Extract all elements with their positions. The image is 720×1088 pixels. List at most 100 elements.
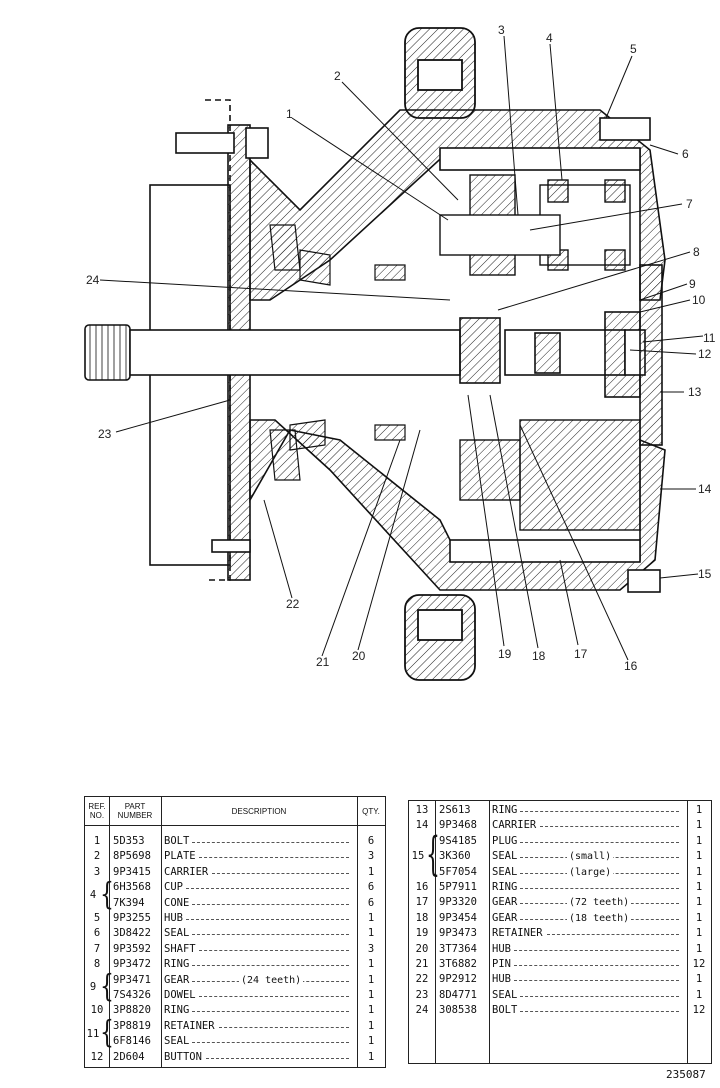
part-description: GEAR bbox=[492, 911, 518, 924]
ref-number: 20 bbox=[415, 942, 429, 955]
part-quantity: 1 bbox=[695, 834, 703, 847]
part-number: 9P3255 bbox=[113, 912, 151, 924]
part-number: 8D4771 bbox=[439, 988, 477, 1001]
part-quantity: 1 bbox=[367, 865, 375, 878]
part-quantity: 6 bbox=[367, 881, 375, 894]
callout-13: 13 bbox=[688, 385, 702, 399]
part-number: 3T7364 bbox=[439, 942, 477, 955]
callout-15: 15 bbox=[698, 567, 712, 581]
part-quantity: 1 bbox=[695, 927, 703, 940]
ref-number: 8 bbox=[93, 958, 101, 971]
part-description: BOLT bbox=[164, 835, 190, 847]
table-row: 8 9P3472 RING 1 bbox=[85, 957, 385, 972]
part-number: 9P3473 bbox=[439, 927, 477, 940]
part-description: RETAINER bbox=[492, 927, 543, 940]
part-description: PLUG bbox=[492, 834, 518, 847]
part-quantity: 1 bbox=[695, 819, 703, 832]
part-quantity: 1 bbox=[695, 804, 703, 816]
part-description: SEAL bbox=[164, 927, 190, 940]
part-quantity: 1 bbox=[695, 911, 703, 924]
part-number: 9P3454 bbox=[439, 911, 477, 924]
ref-number: 3 bbox=[93, 865, 101, 878]
part-number: 9P3592 bbox=[113, 942, 151, 955]
ref-number: 22 bbox=[415, 973, 429, 986]
callout-22: 22 bbox=[286, 597, 300, 611]
group-brace: { bbox=[100, 969, 114, 1005]
figure-id: 235087 bbox=[666, 1068, 706, 1081]
ref-number: 12 bbox=[90, 1050, 104, 1063]
part-note: (24 teeth) bbox=[239, 972, 304, 988]
callout-4: 4 bbox=[546, 31, 553, 45]
part-description: HUB bbox=[492, 942, 511, 955]
group-ref-number: 15 bbox=[411, 850, 425, 863]
part-number: 3D8422 bbox=[113, 927, 151, 940]
ref-number: 24 bbox=[415, 1004, 429, 1017]
part-number: 3K360 bbox=[439, 850, 471, 863]
part-description: SEAL bbox=[492, 988, 518, 1001]
part-description: PIN bbox=[492, 958, 511, 970]
callout-7: 7 bbox=[686, 197, 693, 211]
part-description: GEAR bbox=[492, 896, 518, 909]
callout-20: 20 bbox=[352, 649, 366, 663]
part-number: 9S4185 bbox=[439, 834, 477, 847]
group-ref-number: 9 bbox=[89, 981, 97, 994]
header-qty: QTY. bbox=[357, 797, 385, 826]
callout-19: 19 bbox=[498, 647, 512, 661]
part-number: 9P3472 bbox=[113, 958, 151, 971]
part-number: 9P3468 bbox=[439, 819, 477, 832]
planetary-gear-set bbox=[439, 174, 641, 531]
part-description: SEAL bbox=[492, 865, 518, 878]
callout-10: 10 bbox=[692, 293, 706, 307]
ref-number: 23 bbox=[415, 988, 429, 1001]
part-description: BUTTON bbox=[164, 1050, 202, 1063]
part-number: 9P3471 bbox=[113, 973, 151, 986]
ref-number: 5 bbox=[93, 912, 101, 924]
part-description: RING bbox=[164, 1004, 190, 1017]
callout-24: 24 bbox=[86, 273, 100, 287]
part-description: BOLT bbox=[492, 1004, 518, 1017]
part-description: RING bbox=[492, 804, 518, 816]
part-description: SEAL bbox=[492, 850, 518, 863]
part-quantity: 1 bbox=[367, 958, 375, 971]
part-number: 9P3415 bbox=[113, 865, 151, 878]
part-quantity: 3 bbox=[367, 850, 375, 863]
part-quantity: 1 bbox=[695, 973, 703, 986]
part-quantity: 12 bbox=[692, 958, 706, 970]
part-number: 6F8146 bbox=[113, 1035, 151, 1048]
callout-14: 14 bbox=[698, 482, 712, 496]
part-quantity: 12 bbox=[692, 1004, 706, 1017]
part-description: RING bbox=[164, 958, 190, 971]
part-description: CONE bbox=[164, 896, 190, 909]
part-description: PLATE bbox=[164, 850, 196, 863]
part-quantity: 1 bbox=[367, 927, 375, 940]
part-description: RETAINER bbox=[164, 1019, 215, 1032]
part-quantity: 1 bbox=[367, 1050, 375, 1063]
part-quantity: 6 bbox=[367, 835, 375, 847]
callout-8: 8 bbox=[693, 245, 700, 259]
tapered-bearings bbox=[269, 224, 406, 481]
part-quantity: 1 bbox=[367, 912, 375, 924]
part-quantity: 1 bbox=[695, 896, 703, 909]
group-brace: { bbox=[100, 1015, 114, 1051]
part-note: (small) bbox=[567, 849, 614, 865]
